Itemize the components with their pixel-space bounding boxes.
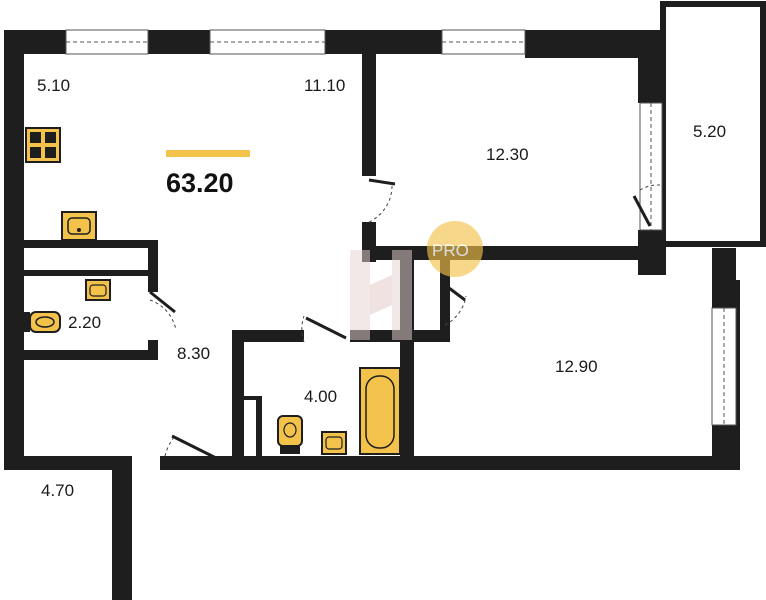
bathtub-icon	[359, 367, 401, 455]
kitchen-sink-icon	[61, 211, 97, 241]
room-area-hall: 4.70	[41, 481, 74, 500]
watermark-text: PRO	[432, 241, 469, 260]
wc-sink-icon	[85, 279, 111, 301]
bath-toilet-icon	[277, 415, 303, 454]
fixtures	[22, 127, 401, 455]
bath-sink-icon	[321, 431, 347, 455]
room-area-kitchen: 5.10	[37, 76, 70, 95]
room-area-balcony: 5.20	[693, 122, 726, 141]
total-area-bar	[166, 150, 250, 157]
doors	[149, 178, 661, 464]
room-area-corridor: 8.30	[177, 344, 210, 363]
watermark-circle	[427, 221, 483, 277]
windows	[65, 29, 737, 426]
room-area-bedroom-1: 12.30	[486, 145, 529, 164]
room-area-wc: 2.20	[68, 313, 101, 332]
total-area: 63.20	[166, 150, 250, 198]
room-area-bedroom-2: 12.90	[555, 357, 598, 376]
toilet-icon	[22, 311, 61, 333]
room-area-living: 11.10	[304, 76, 345, 95]
stove-icon	[25, 127, 61, 163]
total-area-value: 63.20	[166, 168, 234, 198]
watermark-logo: PRO	[350, 221, 483, 340]
room-area-bathroom: 4.00	[304, 387, 337, 406]
